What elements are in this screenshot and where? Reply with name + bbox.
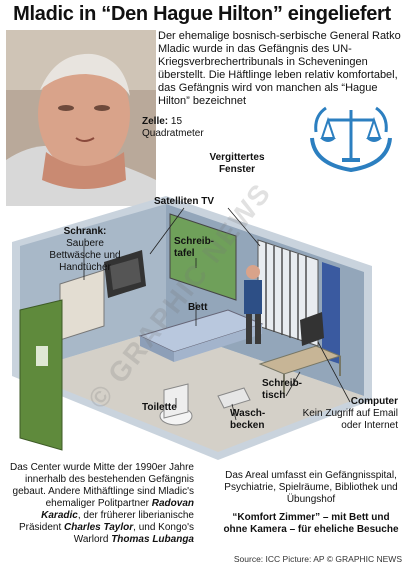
inmate-figure [244, 280, 262, 314]
floor [20, 328, 364, 452]
intro-text: Der ehemalige bosnisch-serbische General… [158, 30, 401, 107]
label-bett: Bett [188, 302, 208, 313]
footer-left-text: Das Center wurde Mitte der 1990er Jahre … [10, 462, 194, 545]
computer [300, 312, 324, 346]
label-schrank: Schrank: Saubere Bettwäsche und Handtüch… [49, 226, 121, 273]
zelle-text: 15 Quadratmeter [142, 116, 204, 139]
whiteboard [169, 213, 237, 301]
zelle-caption: Zelle: 15 Quadratmeter [142, 116, 222, 140]
source-credit: Source: ICC Picture: AP © GRAPHIC NEWS [233, 554, 402, 564]
label-vergittertes-fenster: Vergittertes Fenster [209, 152, 265, 175]
washbasin [217, 387, 251, 409]
label-satelliten-tv: Satelliten TV [154, 196, 215, 207]
portrait-photo [6, 30, 156, 206]
comfort-room-note: “Komfort Zimmer” – mit Bett und ohne Kam… [223, 512, 399, 535]
area-description: Das Areal umfasst ein Gefängnisspital, P… [224, 470, 398, 505]
label-schreibtisch: Schreib-tisch [262, 378, 303, 401]
label-schreibtafel: Schreib-tafel [174, 236, 215, 259]
name-taylor: Charles Taylor [64, 522, 134, 533]
label-computer: Computer Kein Zugriff auf Email oder Int… [302, 396, 398, 431]
cell-door [19, 299, 63, 451]
window-blind [322, 262, 340, 364]
name-karadic: Radovan Karadic [41, 498, 194, 521]
footer-right-text: Das Areal umfasst ein Gefängnisspital, P… [222, 470, 400, 536]
scales-of-justice-logo [310, 106, 392, 173]
zelle-label: Zelle: [142, 116, 169, 127]
name-lubanga: Thomas Lubanga [111, 534, 194, 545]
label-waschbecken: Wasch-becken [230, 408, 266, 431]
prison-cell-illustration [12, 196, 372, 460]
page-title: Mladic in “Den Hague Hilton” eingeliefer… [0, 0, 404, 28]
label-toilette: Toilette [142, 402, 177, 413]
